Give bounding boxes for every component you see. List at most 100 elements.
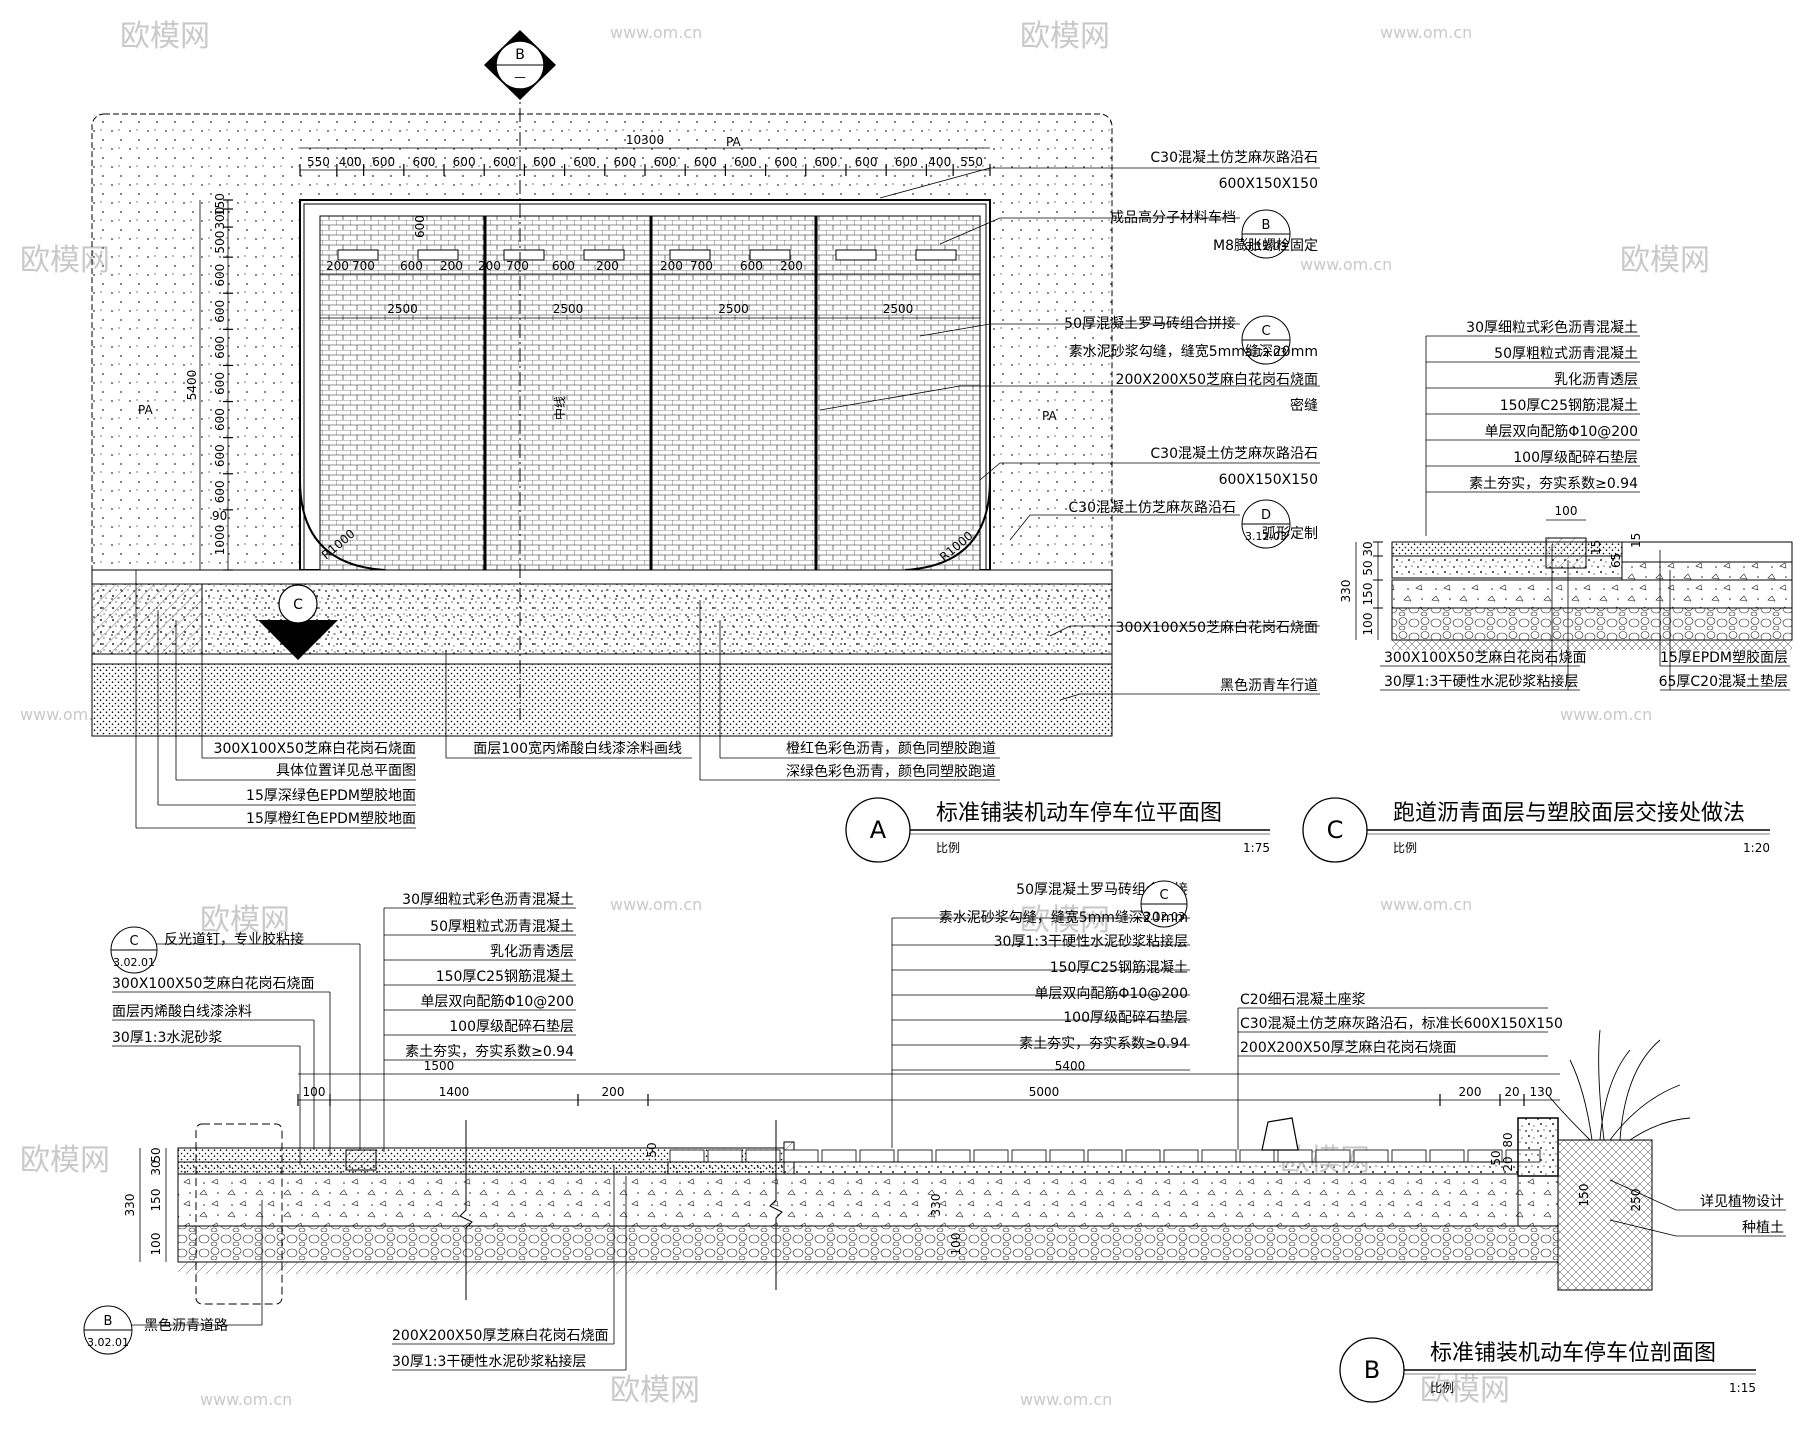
title-letter: B [1364,1356,1380,1384]
section-layer-mid: 单层双向配筋Φ10@200 [1034,985,1188,1002]
title-letter: C [1327,816,1344,844]
watermark-text: www.om.cn [1020,1390,1112,1409]
plan-note-green-epdm: 15厚深绿色EPDM塑胶地面 [246,787,416,804]
ref-circle-b-letter: B [104,1314,113,1329]
section-total-dim: 330 [123,1194,137,1217]
brick [745,1149,781,1163]
detail-c-top-dim: 100 [1555,504,1578,518]
plan-left-total: 5400 [185,370,199,401]
title-text: 跑道沥青面层与塑胶面层交接处做法 [1393,801,1745,826]
watermark-text: www.om.cn [20,705,112,724]
plan-left-dim: 150 [213,193,227,216]
bay-width-dim: 2500 [718,302,749,316]
detail-c-right-dim: 15 [1589,540,1603,555]
brick [897,1149,933,1163]
section-row2-dim: 1400 [439,1085,470,1099]
section-layer-right: C20细石混凝土座浆 [1240,992,1366,1008]
stopper-dim: 200 [780,259,803,273]
section-note-soil: 种植土 [1742,1220,1784,1236]
brick [1353,1149,1389,1163]
section-note-left: 反光道钉，专业胶粘接 [164,931,304,948]
detail-c-right-dim: 15 [1629,533,1643,548]
bay-width-dim: 2500 [883,302,914,316]
stopper-dim: 700 [506,259,529,273]
section-note-planting: 详见植物设计 [1700,1194,1784,1210]
curb-radius-right [904,479,991,571]
section-mid-vdim: 100 [949,1233,963,1256]
plan-leaders-bottom [135,570,1000,829]
plan-note: C30混凝土仿芝麻灰路沿石 [1150,150,1318,166]
detail-c-layer: 50厚粗粒式沥青混凝土 [1494,346,1638,362]
edge-strip [91,569,1113,585]
plan-note: 200X200X50芝麻白花岗石烧面 [1116,372,1318,388]
plan-segment-dim: 600 [533,155,556,169]
section-marker-b: B — [484,30,556,100]
section-layer-left: 素土夯实，夯实系数≥0.94 [405,1044,574,1060]
title-scale: 1:15 [1729,1381,1756,1395]
section-right-vdim: 80 [1501,1132,1515,1147]
detail-c: 30厚细粒式彩色沥青混凝土50厚粗粒式沥青混凝土乳化沥青透层150厚C25钢筋混… [1339,319,1793,691]
section-leaders [112,907,1786,1371]
plan-segment-dim: 600 [412,155,435,169]
plan-left-dim: 500 [213,231,227,254]
title-scale: 1:75 [1243,841,1270,855]
section-top-dim: 1500 [424,1059,455,1073]
detail-c-note-epdm: 15厚EPDM塑胶面层 [1660,649,1788,666]
section-layer-left: 乳化沥青透层 [490,944,574,960]
section-layer-mid: 100厚级配碎石垫层 [1063,1010,1188,1026]
watermark-text: www.om.cn [1300,255,1392,274]
plan-note-location: 具体位置详见总平面图 [276,763,416,779]
stopper-dim: 700 [690,259,713,273]
section-note-bottom: 200X200X50厚芝麻白花岗石烧面 [392,1328,608,1344]
section-layer-mid: 素水泥砂浆勾缝，缝宽5mm缝深20mm [939,909,1188,926]
detail-c-dim: 30 [1361,541,1375,556]
section-note-left: 30厚1:3水泥砂浆 [112,1030,222,1046]
bay-width-dim: 2500 [553,302,584,316]
stopper-dim: 600 [740,259,763,273]
plan-left-dim: 600 [213,372,227,395]
plan-note: 素水泥砂浆勾缝，缝宽5mm缝深20mm [1069,343,1318,360]
brick [1391,1149,1427,1163]
area-label-left: PA [138,403,153,417]
plan-segment-dim: 550 [307,155,330,169]
detail-c-layer: 30厚细粒式彩色沥青混凝土 [1466,319,1638,336]
brick [1201,1149,1237,1163]
watermark-text: www.om.cn [610,23,702,42]
watermark-text: 欧模网 [1420,1373,1510,1408]
detail-c-dim: 50 [1361,560,1375,575]
watermark-text: www.om.cn [1380,895,1472,914]
brick [1163,1149,1199,1163]
plan-segment-dim: 600 [613,155,636,169]
section-left-vdim: 50 [149,1147,163,1162]
section-right-vdim: 50 [1489,1150,1503,1165]
plan-note-white-line: 面层100宽丙烯酸白线漆涂料画线 [473,740,682,757]
section-left-vdim: 100 [149,1233,163,1256]
plan-segment-dim: 400 [339,155,362,169]
watermark-text: 欧模网 [20,1143,110,1178]
section-layer-right: 200X200X50厚芝麻白花岗石烧面 [1240,1040,1456,1056]
brick [783,1149,819,1163]
section-left-vdim: 30 [149,1160,163,1175]
title-letter: A [870,816,887,844]
brick [1429,1149,1465,1163]
bay-dividers [483,216,818,570]
plan-view: B — C PA PA PA 90 R1000 R1000 中线 1030055… [91,30,1320,829]
plan-note: 300X100X50芝麻白花岗石烧面 [1116,620,1318,636]
section-right-vdim: 150 [1577,1184,1591,1207]
detail-c-layer: 150厚C25钢筋混凝土 [1500,397,1638,414]
plan-segment-dim: 600 [453,155,476,169]
section-layer-left: 30厚细粒式彩色沥青混凝土 [402,891,574,908]
brick [821,1149,857,1163]
plan-note-green-asphalt: 深绿色彩色沥青，颜色同塑胶跑道 [786,763,996,780]
note-asphalt-road: 黑色沥青道路 [144,1317,228,1334]
plan-segment-dim: 600 [814,155,837,169]
section-layers [177,1117,1653,1291]
stopper-dim: 200 [440,259,463,273]
plan-segment-dim: 600 [372,155,395,169]
granite-strip [91,583,1113,655]
break-lines [459,1120,783,1300]
detail-c-right-dim: 65 [1609,553,1623,568]
brick [707,1149,743,1163]
